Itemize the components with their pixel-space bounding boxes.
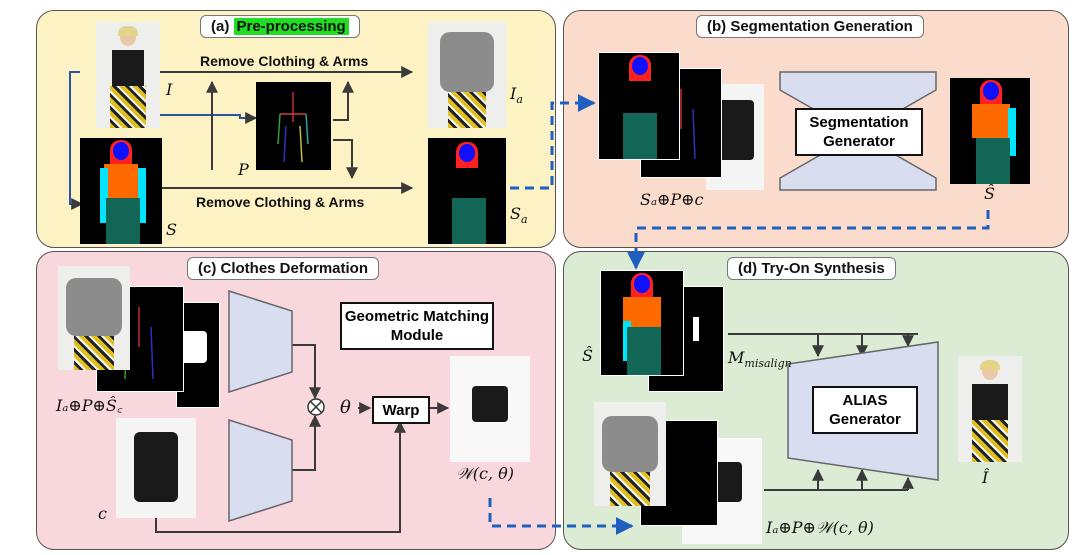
arrow-I-down	[160, 112, 258, 124]
label-m-misalign: Mmisalign	[728, 348, 792, 371]
seg-input-Sa	[598, 52, 680, 160]
arrow-P-to-S	[333, 139, 358, 180]
gmm-box: Geometric Matching Module	[340, 302, 494, 350]
warp-box: Warp	[372, 396, 430, 424]
output-image-I-hat	[958, 356, 1022, 462]
synth-input-Ia	[594, 402, 666, 506]
gmm-encoder-bottom	[228, 418, 293, 523]
label-output: Î	[982, 468, 989, 487]
label-seg-output: Ŝ	[984, 184, 995, 203]
segmentation-map-S	[80, 138, 162, 244]
dashed-shat-to-synth	[627, 210, 990, 270]
arrow-enc1-out	[292, 344, 321, 400]
panel-a-title: (a) Pre-processing	[200, 15, 360, 38]
label-seg-input: Sₐ⊕P⊕c	[640, 190, 704, 209]
dashed-warp-to-synth	[488, 498, 634, 535]
agnostic-segmentation-Sa	[428, 138, 506, 244]
panel-b-title: (b) Segmentation Generation	[696, 15, 924, 38]
label-warped: 𝒲(c, θ)	[456, 464, 515, 483]
arrow-S-left	[69, 71, 84, 210]
pose-map-P	[256, 82, 331, 170]
cloth-image-c	[116, 418, 196, 518]
warped-cloth	[450, 356, 530, 462]
panel-a-highlight: Pre-processing	[233, 18, 349, 35]
seg-output-S-hat	[950, 78, 1030, 184]
segmentation-generator-box: Segmentation Generator	[795, 108, 923, 156]
arrow-c-warp	[155, 420, 406, 533]
label-Sa: Sa	[510, 204, 528, 227]
label-theta: θ	[340, 397, 351, 418]
label-synth-S-hat: Ŝ	[582, 346, 593, 365]
label-S: S	[166, 220, 177, 239]
person-image-I	[96, 22, 160, 128]
dashed-sa-to-seg	[510, 94, 596, 190]
label-c: c	[98, 504, 107, 523]
gmm-encoder-top	[228, 289, 293, 394]
label-deform-input: Iₐ⊕P⊕Ŝ꜀	[56, 396, 123, 415]
panel-d-title: (d) Try-On Synthesis	[727, 257, 896, 280]
label-P: P	[238, 160, 249, 179]
agnostic-image-Ia	[428, 22, 506, 128]
arrow-P-to-I	[333, 80, 354, 121]
label-Ia: Ia	[510, 84, 523, 107]
label-synth-input: Iₐ⊕P⊕𝒲(c, θ)	[766, 518, 874, 537]
synth-S-hat	[600, 270, 684, 376]
label-remove-top: Remove Clothing & Arms	[200, 53, 369, 69]
deform-input-Ia	[58, 266, 130, 370]
alias-generator-box: ALIAS Generator	[812, 386, 918, 434]
label-I: I	[166, 80, 173, 99]
synth-input-cloth	[682, 438, 762, 544]
panel-c-title: (c) Clothes Deformation	[187, 257, 380, 280]
label-remove-bottom: Remove Clothing & Arms	[196, 194, 365, 210]
arrow-enc2-out	[292, 414, 321, 471]
